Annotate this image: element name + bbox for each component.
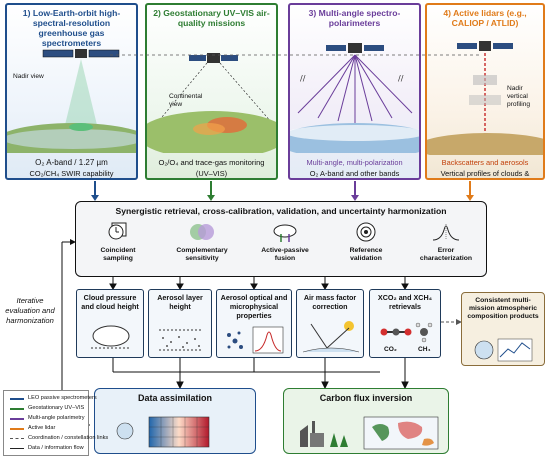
- lidar-scene: [427, 41, 543, 155]
- satellite-icon: [42, 49, 120, 58]
- svg-text://: //: [300, 74, 306, 83]
- view-label: Nadir view: [13, 73, 44, 80]
- cloud-fusion-icon: [273, 224, 297, 242]
- caption-1: Multi-angle, multi-polarization: [306, 158, 403, 167]
- feature-reference-validation: Reference validation: [328, 220, 404, 263]
- caption-2: CO₂/CH₄ SWIR capability: [29, 169, 114, 178]
- globe-chart-icon: [474, 338, 533, 362]
- satellite-icon: [189, 53, 238, 63]
- product-cloud-pressure: Cloud pressure and cloud height: [76, 289, 144, 358]
- product-label: XCO₂ and XCH₄ retrievals: [377, 293, 433, 311]
- feature-error-characterization: Error characterization: [408, 220, 484, 263]
- target-icon: [356, 222, 376, 242]
- svg-text://: //: [398, 74, 404, 83]
- flux-map-icon: [300, 416, 439, 450]
- co2-label: CO₂: [384, 346, 397, 353]
- feature-label: Complementary sensitivity: [176, 247, 228, 262]
- feature-label: Coincident sampling: [100, 247, 136, 262]
- output-flow-arrows: [112, 358, 409, 390]
- view-label: Nadir vertical profiling: [507, 85, 531, 108]
- cloud-icon: [91, 325, 131, 349]
- feature-label: Active-passive fusion: [261, 247, 309, 262]
- feature-label: Reference validation: [349, 247, 383, 262]
- data-assimilation-box: Data assimilation: [94, 388, 256, 454]
- product-aerosol-layer-height: Aerosol layer height: [148, 289, 212, 358]
- caption-1: O₂/O₄ and trace-gas monitoring: [158, 158, 265, 167]
- feature-complementary-sensitivity: Complementary sensitivity: [162, 220, 242, 263]
- leo-satellite-scene: [7, 49, 136, 153]
- caption-2: Vertical profiles of clouds & aerosols: [440, 169, 530, 178]
- caption-1: Backscatters and aerosols: [441, 158, 529, 167]
- caption-2: (UV–VIS): [195, 169, 228, 178]
- polarimeter-scene: // //: [290, 43, 419, 153]
- multi-angle-beams: [297, 54, 413, 123]
- aerosol-layer-icon: [159, 329, 203, 351]
- feature-active-passive-fusion: Active-passive fusion: [246, 220, 324, 263]
- caption-1: O₂ A-band / 1.27 µm: [35, 158, 108, 167]
- bell-curve-icon: [432, 224, 460, 241]
- carbon-flux-box: Carbon flux inversion: [283, 388, 449, 454]
- product-label: Aerosol optical and microphysical proper…: [220, 293, 288, 320]
- grid-model-icon: [116, 416, 210, 448]
- clock-icon: [108, 222, 127, 240]
- product-xco2-xch4: XCO₂ and XCH₄ retrievals CO₂ CH₄: [369, 289, 441, 358]
- synergy-box: Synergistic retrieval, cross-calibration…: [75, 201, 487, 277]
- geo-satellite-scene: [147, 53, 276, 153]
- satellite-icon: [326, 43, 384, 53]
- feature-label: Error characterization: [419, 247, 473, 262]
- product-flow-arrows: [109, 277, 409, 290]
- view-label: Continental view: [169, 93, 203, 108]
- panel-title: 4) Active lidars (e.g., CALIOP / ATLID): [443, 8, 527, 28]
- product-label: Air mass factor correction: [303, 293, 357, 311]
- panel-title: 2) Geostationary UV–VIS air-quality miss…: [153, 8, 270, 28]
- product-aerosol-optical-properties: Aerosol optical and microphysical proper…: [216, 289, 292, 358]
- sun-path-icon: [303, 321, 359, 353]
- particle-size-icon: [227, 326, 284, 354]
- consistent-label: Consistent multi-mission atmospheric com…: [467, 297, 539, 320]
- product-label: Aerosol layer height: [157, 293, 203, 311]
- data-assimilation-label: Data assimilation: [137, 393, 213, 403]
- iterative-label: Iterative evaluation and harmonization: [5, 296, 55, 325]
- product-air-mass-factor: Air mass factor correction: [296, 289, 364, 358]
- satellite-icon: [457, 41, 513, 51]
- carbon-flux-label: Carbon flux inversion: [319, 393, 413, 403]
- panel-leo-spectrometers: 1) Low-Earth-orbit high-spectral-resolut…: [5, 3, 138, 180]
- feature-coincident-sampling: Coincident sampling: [80, 220, 156, 263]
- caption-2: O₂ A-band and other bands: [309, 169, 400, 178]
- panel-title: 3) Multi-angle spectro-polarimeters: [308, 8, 401, 28]
- panel-polarimeters: 3) Multi-angle spectro-polarimeters // /…: [288, 3, 421, 180]
- synergy-title: Synergistic retrieval, cross-calibration…: [115, 206, 447, 216]
- panel-active-lidars: 4) Active lidars (e.g., CALIOP / ATLID) …: [425, 3, 545, 180]
- molecule-icon: [380, 322, 433, 343]
- legend: LEO passive spectrometers Geostationary …: [3, 390, 108, 456]
- venn-icon: [190, 224, 214, 240]
- product-label: Cloud pressure and cloud height: [81, 293, 139, 311]
- consistent-products-box: Consistent multi-mission atmospheric com…: [461, 292, 545, 366]
- panel-title: 1) Low-Earth-orbit high-spectral-resolut…: [22, 8, 121, 48]
- panel-geostationary: 2) Geostationary UV–VIS air-quality miss…: [145, 3, 278, 180]
- ch4-label: CH₄: [418, 346, 431, 353]
